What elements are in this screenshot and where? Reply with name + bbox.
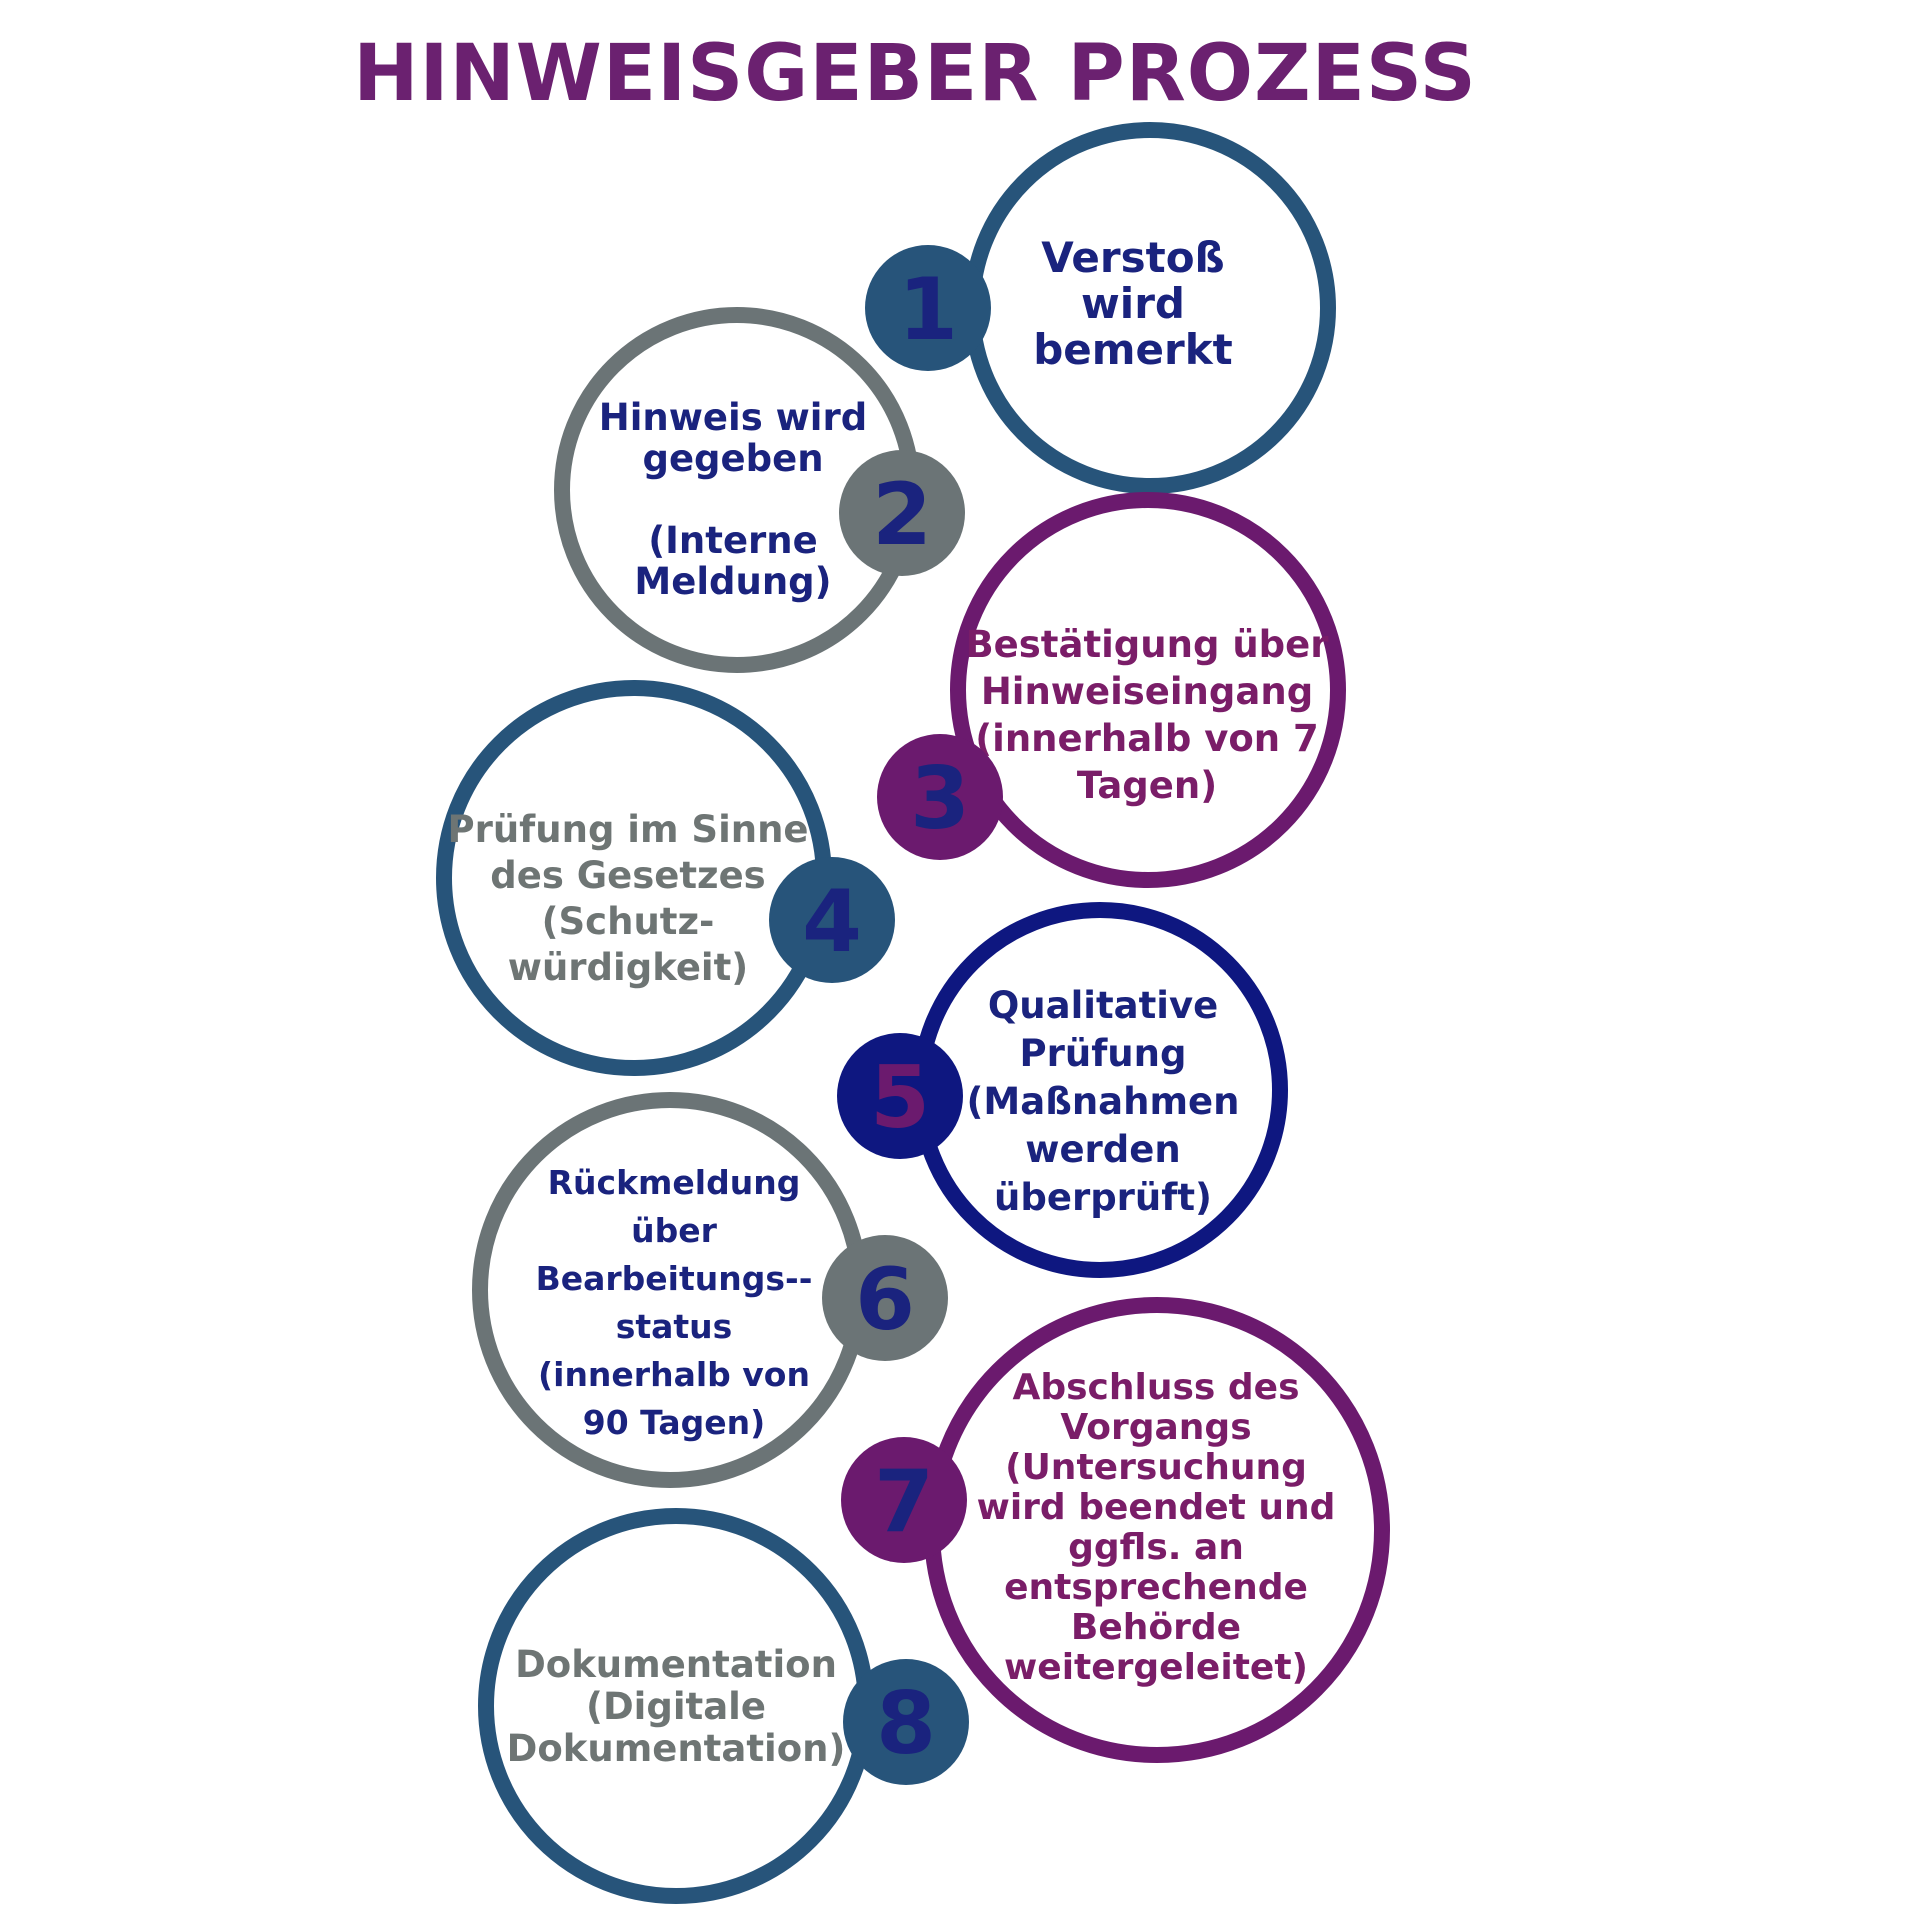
step-5-number: 5 — [870, 1048, 930, 1148]
diagram-title: HINWEISGEBER PROZESS — [353, 29, 1477, 119]
step-2-badge-circle — [839, 450, 965, 576]
step-5-line: überprüft) — [994, 1176, 1212, 1219]
step-5-badge-circle — [837, 1033, 963, 1159]
step-6-line: status — [616, 1307, 733, 1346]
step-8-badge: 8 — [843, 1659, 969, 1785]
step-1-line: bemerkt — [1033, 325, 1233, 374]
step-4-line: (Schutz- — [542, 900, 715, 943]
step-1-number: 1 — [898, 260, 958, 360]
step-4-line: würdigkeit) — [508, 946, 748, 989]
step-7-line: Vorgangs — [1060, 1407, 1251, 1448]
step-3-badge: 3 — [877, 734, 1003, 860]
step-7-line: entsprechende — [1004, 1567, 1308, 1608]
step-6-badge: 6 — [822, 1235, 948, 1361]
step-5-badge: 5 — [837, 1033, 963, 1159]
step-7-line: weitergeleitet) — [1004, 1647, 1308, 1688]
step-8-badge-circle — [843, 1659, 969, 1785]
step-5-line: (Maßnahmen — [967, 1080, 1240, 1123]
step-2-line: gegeben — [642, 437, 823, 480]
step-3-line: Tagen) — [1077, 764, 1217, 807]
step-1-badge-circle — [865, 245, 991, 371]
step-3-line: Hinweiseingang — [981, 670, 1313, 713]
step-6-line: über — [631, 1211, 717, 1250]
step-1-line: wird — [1081, 279, 1185, 328]
step-4-line: Prüfung im Sinne — [447, 808, 808, 851]
step-2-badge: 2 — [839, 450, 965, 576]
step-8-line: Dokumentation — [515, 1643, 837, 1686]
step-4-badge: 4 — [769, 857, 895, 983]
step-7-badge: 7 — [841, 1437, 967, 1563]
step-4-line: des Gesetzes — [490, 854, 765, 897]
step-6-line: 90 Tagen) — [583, 1403, 766, 1442]
step-2-line: Hinweis wird — [599, 396, 867, 439]
step-8-line: Dokumentation) — [507, 1727, 846, 1770]
step-7-line: ggfls. an — [1068, 1527, 1244, 1568]
step-1-line: Verstoß — [1041, 233, 1225, 282]
step-3-badge-circle — [877, 734, 1003, 860]
step-6-line: Bearbeitungs-- — [536, 1259, 813, 1298]
step-2-line: (Interne — [648, 519, 817, 562]
step-7-line: wird beendet und — [977, 1487, 1336, 1528]
step-6-line: (innerhalb von — [538, 1355, 810, 1394]
step-7-badge-circle — [841, 1437, 967, 1563]
step-1-badge: 1 — [865, 245, 991, 371]
step-3-ring — [950, 492, 1346, 888]
step-8-number: 8 — [876, 1674, 936, 1774]
step-3-number: 3 — [910, 749, 970, 849]
step-3-line: Bestätigung über — [965, 623, 1329, 666]
step-6-number: 6 — [855, 1250, 915, 1350]
step-7-line: Behörde — [1071, 1607, 1241, 1648]
step-3-line: (innerhalb von 7 — [975, 717, 1318, 760]
step-5-line: Prüfung — [1020, 1032, 1187, 1075]
step-8-line: (Digitale — [586, 1685, 766, 1728]
step-5-line: Qualitative — [988, 984, 1218, 1027]
step-7-number: 7 — [874, 1452, 934, 1552]
step-7-line: (Untersuchung — [1005, 1447, 1307, 1488]
step-2-number: 2 — [872, 465, 932, 565]
step-5-line: werden — [1025, 1128, 1180, 1171]
step-4-number: 4 — [802, 872, 862, 972]
step-2-line: Meldung) — [634, 560, 831, 603]
step-6-badge-circle — [822, 1235, 948, 1361]
step-7-line: Abschluss des — [1013, 1367, 1300, 1408]
step-6-line: Rückmeldung — [548, 1163, 801, 1202]
step-4-badge-circle — [769, 857, 895, 983]
